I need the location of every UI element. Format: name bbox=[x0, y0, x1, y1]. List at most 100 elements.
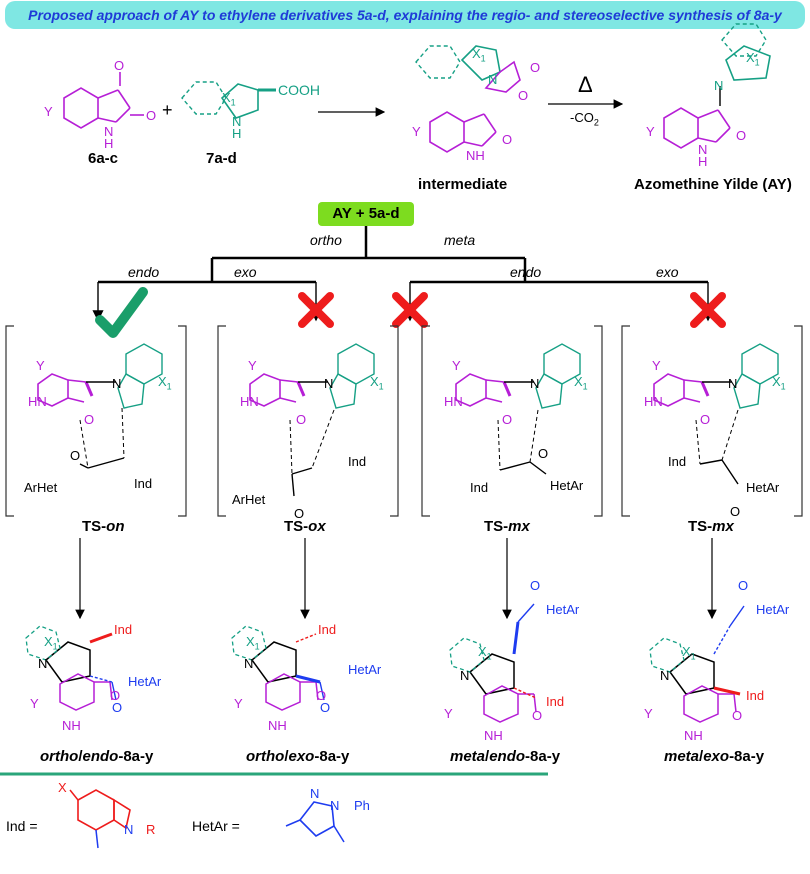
pyrrolidine-nitrogen: N bbox=[660, 668, 670, 683]
heat-symbol: Δ bbox=[578, 72, 593, 97]
carbonyl-oxygen: O bbox=[530, 60, 541, 75]
x1-label: X1 bbox=[472, 46, 486, 64]
ts-oxygen: O bbox=[84, 412, 95, 427]
amide-hydrogen: H bbox=[698, 154, 708, 169]
x1-label: X1 bbox=[44, 634, 58, 652]
lactam-nh: NH bbox=[62, 718, 81, 733]
ts-left-substituent: Ind bbox=[470, 480, 489, 495]
ketone-oxygen: O bbox=[70, 448, 81, 463]
ind-substituent: Ind bbox=[546, 694, 565, 709]
amide-hydrogen: H bbox=[104, 136, 114, 151]
isatin-label: 6a-c bbox=[88, 150, 119, 167]
y-substituent: Y bbox=[36, 358, 45, 373]
y-substituent: Y bbox=[234, 696, 243, 711]
ts-nh: HN bbox=[644, 394, 663, 409]
y-substituent: Y bbox=[248, 358, 257, 373]
selectivity-tree bbox=[98, 226, 708, 284]
x1-label: X1 bbox=[370, 374, 384, 392]
ts-label: TS-on bbox=[82, 518, 125, 535]
ts-left-substituent: Ind bbox=[668, 454, 687, 469]
hetar-substituent: HetAr bbox=[128, 674, 162, 689]
ind-legend-label: Ind = bbox=[6, 818, 38, 834]
hetar-substituent: HetAr bbox=[348, 662, 382, 677]
hetar-legend-label: HetAr = bbox=[192, 818, 240, 834]
isatin-structure bbox=[63, 72, 144, 129]
ts-right-substituent: Ind bbox=[134, 476, 153, 491]
indole-x: X bbox=[58, 780, 67, 795]
indole-structure bbox=[69, 789, 131, 849]
ts-nitrogen: N bbox=[324, 376, 334, 391]
amide-nitrogen: N bbox=[698, 142, 708, 157]
x1-label: X1 bbox=[682, 644, 696, 662]
pyrazole-structure bbox=[285, 801, 345, 843]
y-substituent: Y bbox=[652, 358, 661, 373]
title-banner: Proposed approach of AY to ethylene deri… bbox=[5, 1, 805, 29]
ts-nh: HN bbox=[28, 394, 47, 409]
meta-label: meta bbox=[444, 232, 476, 248]
lactam-oxygen: O bbox=[732, 708, 743, 723]
lactam-nh: NH bbox=[484, 728, 503, 743]
hetar-substituent: HetAr bbox=[546, 602, 580, 617]
ts-left-substituent: ArHet bbox=[232, 492, 266, 507]
carbonyl-oxygen: O bbox=[114, 58, 125, 73]
amide-nh: NH bbox=[466, 148, 485, 163]
reagent-box: AY + 5a-d bbox=[318, 202, 414, 226]
ts-mx-structure bbox=[454, 342, 582, 475]
y-substituent: Y bbox=[44, 104, 53, 119]
product-label: ortho/exo-8a-y bbox=[246, 748, 350, 765]
ts-right-substituent: HetAr bbox=[746, 480, 780, 495]
x1-label: X1 bbox=[158, 374, 172, 392]
ts-nh: HN bbox=[444, 394, 463, 409]
lactam-nh: NH bbox=[684, 728, 703, 743]
carbonyl-oxygen: O bbox=[146, 108, 157, 123]
product-arrows bbox=[75, 538, 717, 620]
x1-label: X1 bbox=[246, 634, 260, 652]
product-label: meta/endo-8a-y bbox=[450, 748, 561, 765]
hetar-substituent: HetAr bbox=[756, 602, 790, 617]
allowed-check-icon bbox=[95, 287, 148, 338]
ortho-label: ortho bbox=[310, 232, 342, 248]
intermediate-structure bbox=[415, 45, 521, 153]
ts-nitrogen: N bbox=[112, 376, 122, 391]
product-ortho-exo bbox=[231, 625, 325, 711]
phenyl-label: Ph bbox=[354, 798, 370, 813]
ts-on-structure bbox=[36, 342, 164, 469]
x1-label: X1 bbox=[746, 50, 760, 68]
product-meta-endo bbox=[449, 603, 537, 723]
amine-nitrogen: N bbox=[488, 72, 498, 87]
intermediate-label: intermediate bbox=[418, 176, 508, 193]
x1-label: X1 bbox=[222, 90, 236, 108]
ketone-oxygen: O bbox=[530, 578, 541, 593]
co2-loss-label: -CO2 bbox=[570, 110, 599, 128]
product-meta-exo bbox=[649, 605, 745, 723]
ts-label: TS-ox bbox=[284, 518, 326, 535]
exo-label: exo bbox=[656, 264, 679, 280]
disallowed-cross-icon bbox=[690, 292, 726, 328]
ts-bracket bbox=[217, 325, 399, 517]
plus-sign: + bbox=[162, 100, 173, 120]
exo-label: exo bbox=[234, 264, 257, 280]
x1-label: X1 bbox=[772, 374, 786, 392]
lactam-nh: NH bbox=[268, 718, 287, 733]
ketone-oxygen: O bbox=[538, 446, 549, 461]
endo-label: endo bbox=[510, 264, 542, 280]
title-text: Proposed approach of AY to ethylene deri… bbox=[28, 7, 782, 23]
indole-nitrogen: N bbox=[124, 822, 134, 837]
y-substituent: Y bbox=[444, 706, 453, 721]
ketone-oxygen: O bbox=[320, 700, 331, 715]
x1-label: X1 bbox=[574, 374, 588, 392]
ts-right-substituent: Ind bbox=[348, 454, 367, 469]
ts-mx-structure bbox=[652, 342, 780, 485]
ts-ox-structure bbox=[248, 342, 376, 497]
product-ortho-endo bbox=[25, 625, 117, 711]
ts-left-substituent: ArHet bbox=[24, 480, 58, 495]
amino-acid-structure bbox=[181, 81, 276, 119]
disallowed-cross-icon bbox=[298, 292, 334, 328]
product-label: ortho/endo-8a-y bbox=[40, 748, 154, 765]
amine-hydrogen: H bbox=[232, 126, 242, 141]
disallowed-cross-icon bbox=[392, 292, 428, 328]
x1-label: X1 bbox=[478, 644, 492, 662]
amino-acid-label: 7a-d bbox=[206, 150, 237, 167]
y-substituent: Y bbox=[646, 124, 655, 139]
